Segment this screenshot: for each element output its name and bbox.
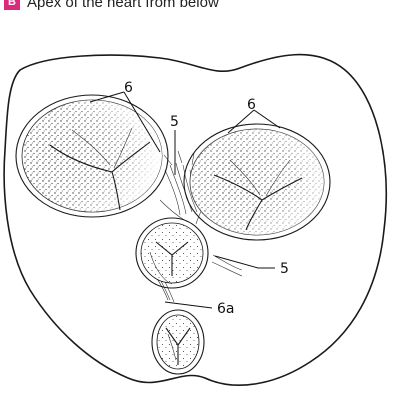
- lower-semilunar-valve: [152, 310, 204, 374]
- middle-semilunar-valve: [136, 218, 208, 288]
- label-5-top: 5: [170, 114, 179, 130]
- label-6-left: 6: [124, 80, 133, 96]
- label-6-right: 6: [247, 97, 256, 113]
- label-6a: 6a: [217, 301, 235, 317]
- label-5-right: 5: [280, 261, 289, 277]
